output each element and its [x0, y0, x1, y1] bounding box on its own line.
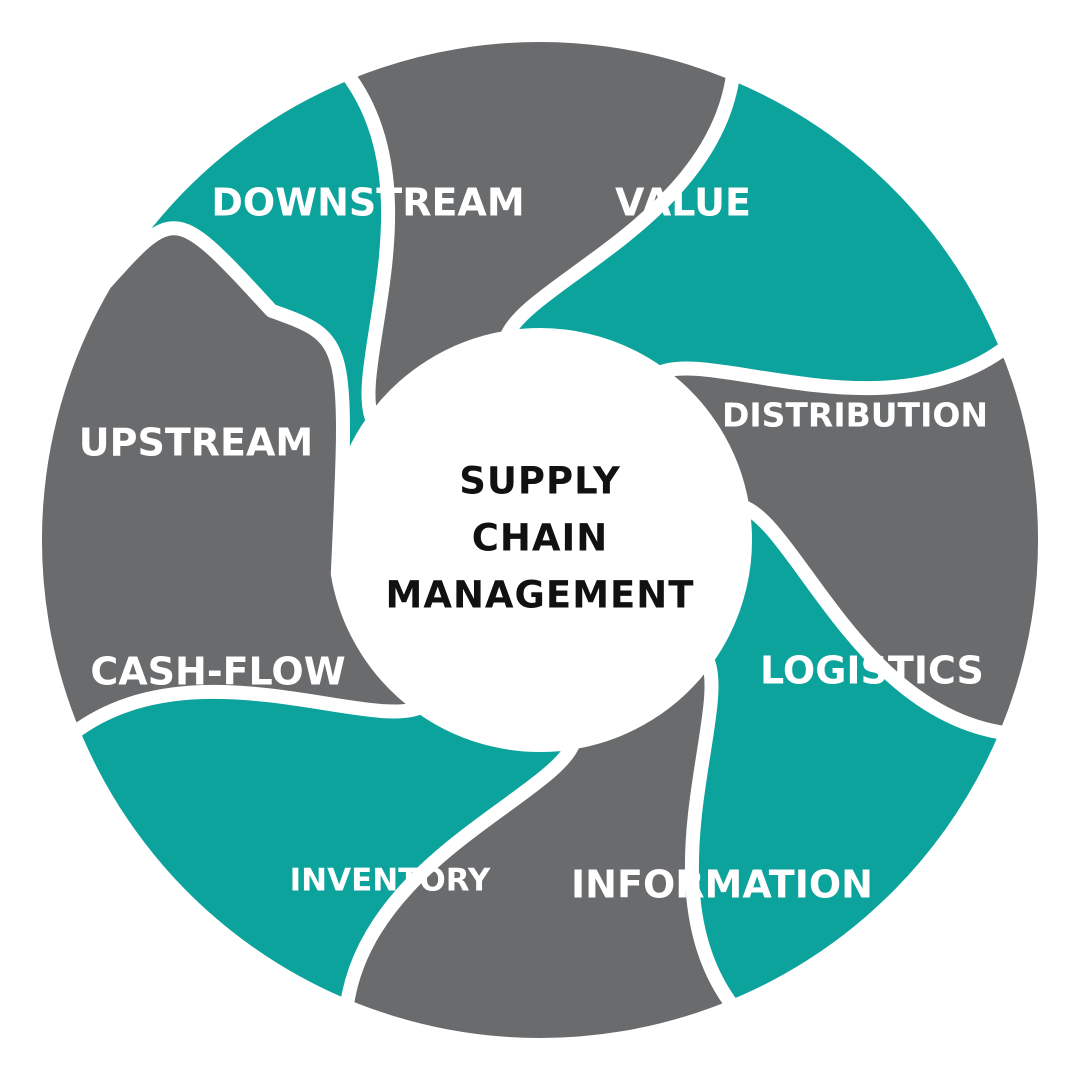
segment-label-cash-flow: CASH-FLOW — [90, 650, 345, 694]
center-title-line-2: CHAIN — [472, 517, 609, 560]
segment-label-logistics: LOGISTICS — [760, 649, 984, 693]
segment-label-inventory: INVENTORY — [290, 863, 491, 899]
segment-label-value: VALUE — [615, 181, 751, 225]
petal-group — [28, 28, 1052, 1052]
segment-label-downstream: DOWNSTREAM — [211, 181, 524, 225]
center-hub — [343, 343, 737, 737]
center-title-group: SUPPLY CHAIN MANAGEMENT — [386, 460, 695, 617]
segment-label-information: INFORMATION — [571, 863, 873, 907]
segment-label-upstream: UPSTREAM — [79, 421, 313, 465]
segment-label-distribution: DISTRIBUTION — [722, 396, 988, 435]
center-title-line-1: SUPPLY — [459, 460, 621, 503]
segment-upstream — [28, 221, 428, 741]
center-title-line-3: MANAGEMENT — [386, 574, 695, 617]
label-group: DOWNSTREAM VALUE DISTRIBUTION LOGISTICS INFO… — [79, 181, 988, 907]
